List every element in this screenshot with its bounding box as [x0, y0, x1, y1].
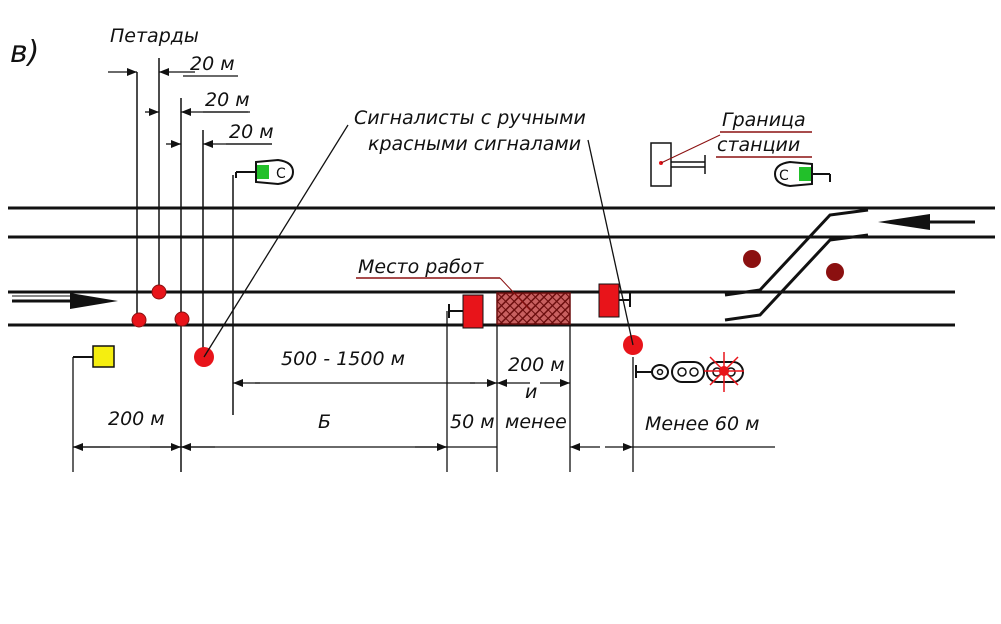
station-border-label-1: Граница: [722, 109, 806, 131]
signal-letter: С: [276, 166, 286, 182]
stop-sign-left: [448, 294, 484, 329]
work-site-pointer: [499, 277, 531, 311]
green-signal-right: С: [773, 160, 831, 188]
dist-20-label-a: 20 м: [190, 53, 235, 75]
petard: [151, 284, 167, 300]
signalmen-pointer-lines: [203, 124, 634, 358]
range-500-1500-label: 500 - 1500 м: [281, 348, 405, 370]
dist-200-label: 200 м: [108, 408, 165, 430]
petard-markers: [136, 58, 234, 472]
dist-50-label: 50 м: [450, 411, 495, 433]
dark-red-marker: [826, 263, 844, 281]
left-direction-arrow: [12, 293, 118, 309]
petard: [174, 311, 190, 327]
yellow-signal: [73, 345, 115, 368]
dist-20-label-c: 20 м: [229, 121, 274, 143]
dark-red-marker: [743, 250, 761, 268]
petards-label: Петарды: [110, 25, 199, 47]
signalmen-label-2: красными сигналами: [368, 133, 581, 155]
station-signal: [635, 352, 744, 392]
petards: [131, 284, 190, 328]
dist-200-less-label-3: менее: [505, 411, 567, 433]
right-direction-arrow: [878, 214, 975, 230]
petard-spacing-dims: [108, 68, 272, 148]
work-site-label: Место работ: [358, 256, 484, 278]
petard: [131, 312, 147, 328]
dimension-lines: [72, 311, 775, 472]
signal-letter: С: [779, 168, 789, 184]
green-signal-left: С: [235, 158, 295, 186]
station-border-label-2: станции: [717, 134, 800, 156]
signalmen-label-1: Сигналисты с ручными: [354, 107, 586, 129]
station-border-sign: [650, 131, 812, 187]
work-site-zone-overlay: [497, 293, 570, 324]
dist-200-less-label-2: и: [525, 381, 537, 403]
figure-letter: в): [10, 35, 39, 70]
dist-20-label-b: 20 м: [205, 89, 250, 111]
dist-b-label: Б: [318, 411, 331, 433]
dist-200-less-label-1: 200 м: [508, 354, 565, 376]
less-60-label: Менее 60 м: [645, 413, 759, 435]
stop-sign-right: [598, 283, 631, 318]
